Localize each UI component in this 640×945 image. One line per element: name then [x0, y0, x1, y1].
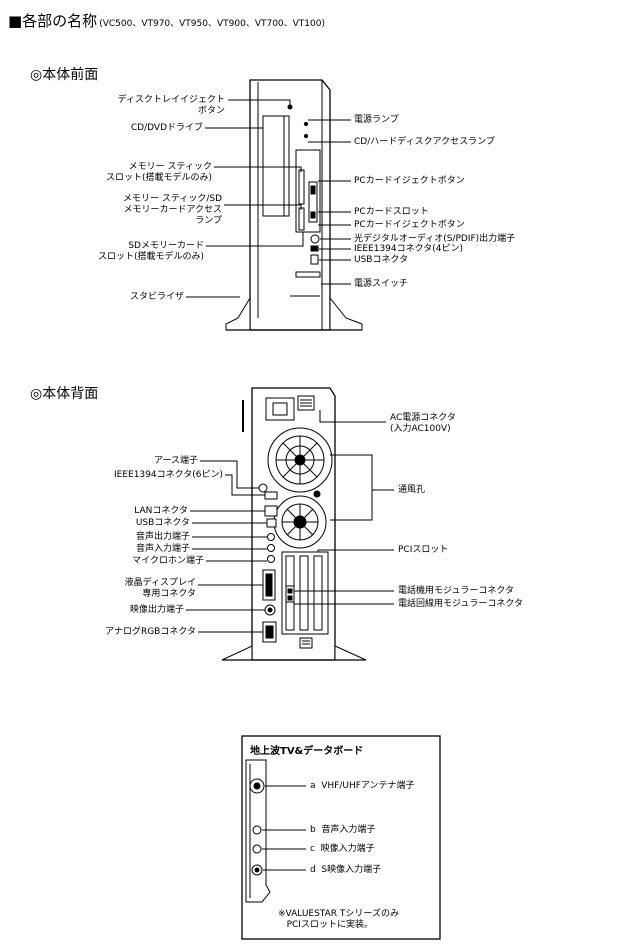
label-ieee1394-4pin: IEEE1394コネクタ(4ピン) — [354, 244, 464, 254]
back-leader-lines — [186, 410, 394, 633]
label-line-modular-connector: 電話回線用モジュラーコネクタ — [398, 599, 524, 609]
optical-out-port-icon — [310, 234, 320, 244]
label-lcd-display-connector: 液晶ディスプレイ 専用コネクタ — [124, 578, 196, 599]
front-section-title: ◎本体前面 — [30, 67, 99, 83]
page-title: ■各部の名称(VC500、VT970、VT950、VT900、VT700、VT1… — [8, 10, 325, 31]
label-phone-modular-connector: 電話機用モジュラーコネクタ — [398, 586, 515, 596]
tv-video-in-jack-icon — [252, 844, 262, 854]
label-pc-card-slot: PCカードスロット — [354, 207, 429, 217]
front-usb-port-icon — [310, 254, 319, 265]
page-title-text: ■各部の名称 — [8, 12, 98, 30]
label-tv-audio-in: b 音声入力端子 — [310, 825, 376, 835]
label-cd-dvd-drive: CD/DVDドライブ — [130, 123, 203, 133]
phone-jack-icon — [285, 585, 295, 603]
mic-jack-icon — [267, 555, 275, 563]
tv-board-note: ※VALUESTAR Tシリーズのみ PCIスロットに実装。 — [278, 909, 399, 930]
label-stabilizer: スタビライザ — [129, 292, 184, 302]
back-usb-port-icon — [266, 518, 277, 528]
audio-in-jack-icon — [267, 544, 275, 552]
hdd-lamp-icon — [303, 133, 309, 139]
label-s-video-in: d S映像入力端子 — [310, 865, 382, 875]
model-list: (VC500、VT970、VT950、VT900、VT700、VT100) — [99, 19, 325, 29]
label-ventilation-holes: 通風孔 — [398, 485, 426, 495]
lan-port-icon — [264, 505, 278, 517]
tv-board-title: 地上波TV&データボード — [250, 746, 364, 757]
tv-board-illustration — [241, 735, 441, 940]
label-video-out: 映像出力端子 — [129, 605, 184, 615]
audio-out-jack-icon — [267, 533, 275, 541]
label-microphone: マイクロホン端子 — [132, 556, 204, 566]
ground-terminal-icon — [258, 483, 268, 493]
label-ieee1394-6pin: IEEE1394コネクタ(6ピン) — [113, 470, 223, 480]
tv-audio-in-jack-icon — [252, 825, 262, 835]
label-analog-rgb: アナログRGBコネクタ — [105, 627, 196, 637]
back-section-title: ◎本体背面 — [30, 386, 99, 402]
label-lan-connector: LANコネクタ — [134, 506, 188, 516]
label-ground-terminal: アース端子 — [153, 456, 198, 466]
back-view-illustration — [221, 387, 367, 661]
label-ac-power-connector: AC電源コネクタ (入力AC100V) — [390, 413, 456, 434]
power-lamp-icon — [303, 121, 309, 127]
label-optical-digital-out: 光デジタルオーディオ(S/PDIF)出力端子 — [354, 234, 516, 244]
label-audio-in: 音声入力端子 — [135, 544, 190, 554]
label-audio-out: 音声出力端子 — [135, 532, 190, 542]
label-pc-card-eject-button-1: PCカードイジェクトボタン — [354, 176, 465, 186]
label-front-usb: USBコネクタ — [354, 255, 409, 265]
label-memory-stick-slot: メモリー スティック スロット(搭載モデルのみ) — [105, 162, 212, 183]
label-cd-hdd-access-lamp: CD/ハードディスクアクセスランプ — [354, 137, 495, 147]
memory-stick-slot-icon — [298, 169, 305, 205]
ieee1394-4pin-port-icon — [310, 245, 319, 252]
label-vhf-uhf-antenna: a VHF/UHFアンテナ端子 — [310, 781, 415, 791]
ieee1394-6pin-port-icon — [264, 491, 278, 500]
label-power-switch: 電源スイッチ — [354, 279, 409, 289]
front-leader-lines — [186, 99, 351, 298]
label-disc-tray-eject-button: ディスクトレイイジェクト ボタン — [117, 95, 225, 116]
tv-board-frame — [241, 735, 441, 940]
label-pc-card-eject-button-2: PCカードイジェクトボタン — [354, 220, 465, 230]
stabilizer-left — [225, 296, 251, 331]
power-switch-icon — [295, 271, 321, 278]
label-tv-video-in: c 映像入力端子 — [310, 844, 375, 854]
label-power-lamp: 電源ランプ — [354, 115, 399, 125]
label-sd-card-slot: SDメモリーカード スロット(搭載モデルのみ) — [97, 241, 204, 262]
label-pci-slot: PCIスロット — [398, 545, 449, 555]
stabilizer-right — [329, 296, 363, 331]
label-back-usb: USBコネクタ — [135, 518, 190, 528]
pc-card-slot-icon — [308, 181, 318, 223]
label-memory-access-lamp: メモリー スティック/SD メモリーカードアクセス ランプ — [123, 194, 222, 226]
sd-card-slot-icon — [298, 207, 305, 231]
